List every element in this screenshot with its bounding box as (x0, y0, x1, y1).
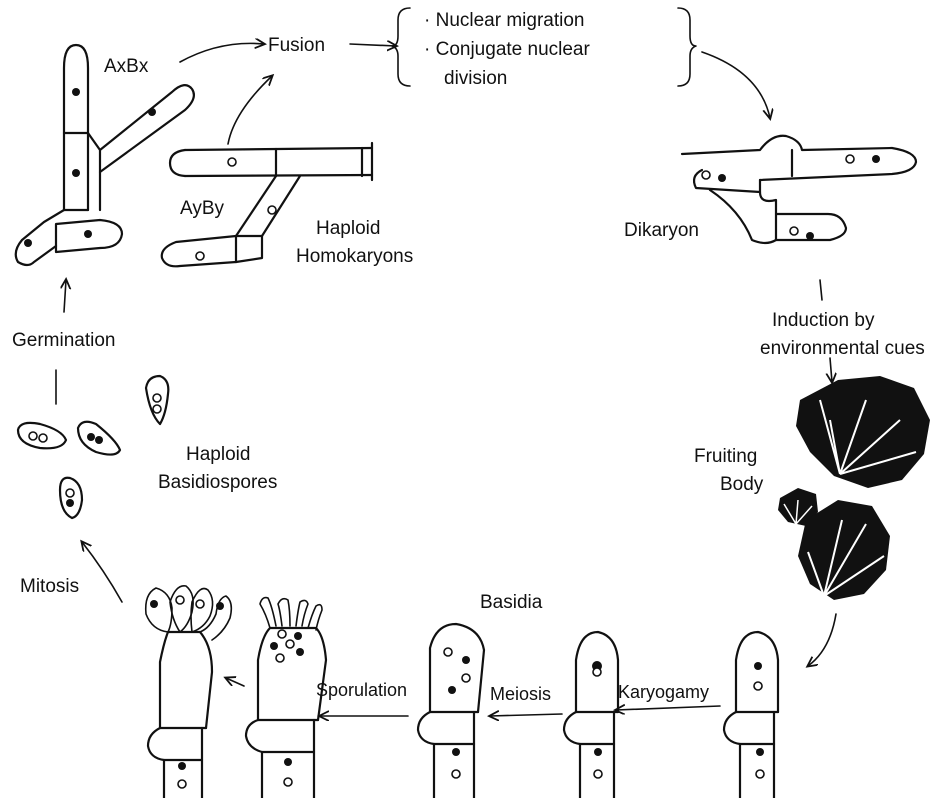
label-fruiting-line1: Fruiting (694, 446, 757, 467)
label-nuclear-migration: · Nuclear migration (424, 10, 585, 31)
label-division: division (444, 68, 507, 89)
label-ayby: AyBy (180, 198, 225, 219)
basidium-stage-mitosis (146, 586, 232, 798)
label-haploid-homokaryons-line2: Homokaryons (296, 246, 413, 267)
label-meiosis: Meiosis (490, 684, 551, 704)
label-fusion: Fusion (268, 35, 325, 56)
haploid-basidiospores (18, 376, 168, 518)
label-dikaryon: Dikaryon (624, 220, 699, 241)
label-fruiting-line2: Body (720, 474, 764, 495)
label-karyogamy: Karyogamy (618, 682, 709, 702)
label-axbx: AxBx (104, 56, 149, 77)
label-haploid-homokaryons-line1: Haploid (316, 218, 380, 239)
label-haploid-basidiospores-line2: Basidiospores (158, 472, 277, 493)
basidium-stage-meiosis (418, 624, 484, 798)
label-basidia: Basidia (480, 592, 543, 613)
flow-arrows (56, 8, 836, 716)
label-induction-line2: environmental cues (760, 338, 925, 359)
basidium-stage-dikaryotic (724, 632, 778, 798)
label-induction-line1: Induction by (772, 310, 875, 331)
label-conjugate-nuclear: · Conjugate nuclear (424, 39, 590, 60)
axbx-hyphae (16, 45, 194, 265)
basidium-stage-sporulation (246, 598, 326, 798)
label-germination: Germination (12, 330, 116, 351)
dikaryon-hyphae (682, 136, 916, 243)
label-mitosis: Mitosis (20, 576, 79, 597)
fruiting-body-illustration (778, 376, 930, 600)
basidium-stage-karyogamy (564, 632, 618, 798)
label-haploid-basidiospores-line1: Haploid (186, 444, 250, 465)
label-sporulation: Sporulation (316, 680, 407, 700)
